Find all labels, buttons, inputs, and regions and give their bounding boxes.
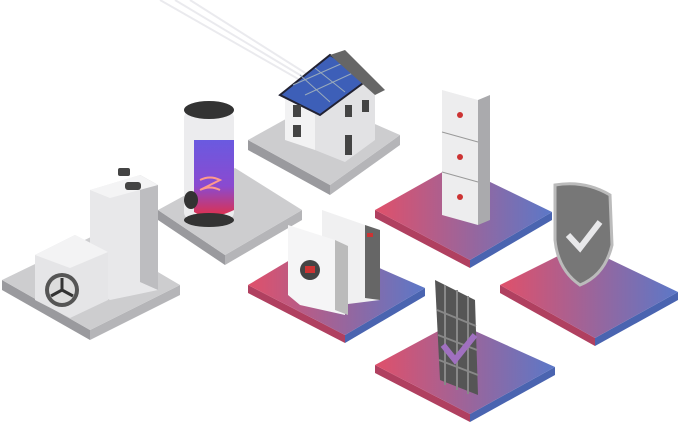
heat-pump bbox=[35, 168, 158, 318]
check-icon bbox=[565, 220, 603, 253]
water-tank bbox=[184, 101, 234, 227]
solar-module-check bbox=[435, 280, 479, 395]
check-icon bbox=[440, 333, 478, 365]
inverters bbox=[288, 210, 380, 315]
light-beam bbox=[159, 0, 311, 81]
platform-shield bbox=[500, 245, 678, 346]
house-with-solar bbox=[278, 50, 385, 162]
battery-stack bbox=[441, 90, 490, 225]
shield-icon bbox=[553, 182, 614, 287]
